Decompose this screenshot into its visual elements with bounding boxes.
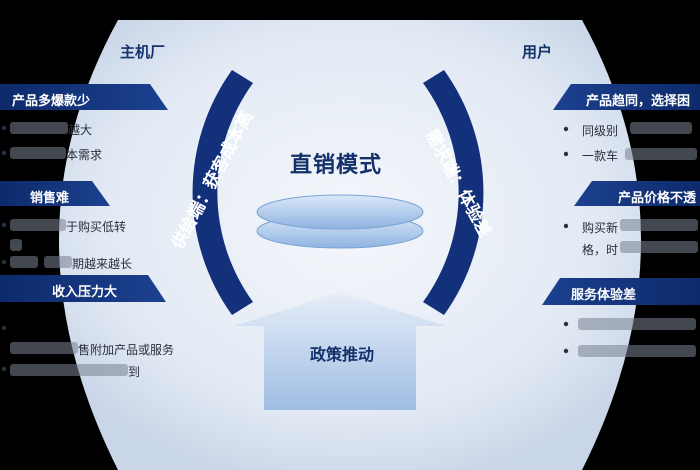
left-bullet-1a: 越大 xyxy=(68,123,93,137)
right-bullet-1a: 同级别 xyxy=(582,124,619,138)
right-tag-3-shape xyxy=(542,278,700,305)
left-obscured-text xyxy=(10,122,128,376)
left-bullet-dots xyxy=(1,125,7,372)
left-tag-1-label: 产品多爆款少 xyxy=(12,94,91,109)
right-tag-2: 产品价格不透 xyxy=(574,181,700,211)
right-obscured-text xyxy=(578,122,698,357)
left-tag-2: 销售难 xyxy=(0,181,110,211)
left-tag-2-label: 销售难 xyxy=(30,191,70,206)
left-heading: 主机厂 xyxy=(120,43,166,61)
right-tag-2-label: 产品价格不透 xyxy=(618,191,697,206)
right-tag-2-shape xyxy=(574,181,700,206)
left-tag-2-shape xyxy=(0,181,110,206)
right-bullet-1b: 一款车 xyxy=(582,149,619,163)
right-tag-1-label: 产品趋同，选择困 xyxy=(586,94,691,109)
left-bullet-2b: 期越来越长 xyxy=(72,257,133,271)
left-bullet-3b: 到 xyxy=(128,365,141,379)
right-arc xyxy=(423,70,484,315)
center-title: 直销模式 xyxy=(290,153,383,178)
right-bullet-2a: 购买新 xyxy=(582,221,619,235)
right-tag-3: 服务体验差 xyxy=(542,278,700,308)
left-tag-3: 收入压力大 xyxy=(0,275,160,305)
right-tag-1: 产品趋同，选择困 xyxy=(553,84,700,114)
right-heading: 用户 xyxy=(522,43,553,61)
right-tag-3-label: 服务体验差 xyxy=(571,288,637,303)
left-bullet-2a: 于购买低转 xyxy=(66,220,127,234)
left-tag-3-label: 收入压力大 xyxy=(52,285,118,300)
right-tag-1-shape xyxy=(553,84,700,110)
right-bullet-2b: 格，时 xyxy=(582,243,619,257)
policy-label: 政策推动 xyxy=(310,345,375,364)
left-tag-3-shape xyxy=(0,275,166,302)
left-bullet-3a: 售附加产品或服务 xyxy=(78,343,175,357)
left-tag-1: 产品多爆款少 xyxy=(0,84,160,114)
policy-arrow xyxy=(234,292,446,410)
left-bullet-1b: 本需求 xyxy=(66,148,103,162)
disc-top xyxy=(256,194,424,230)
left-arc xyxy=(192,70,253,315)
left-tag-1-shape xyxy=(0,84,168,110)
right-bullet-dots xyxy=(563,126,569,354)
